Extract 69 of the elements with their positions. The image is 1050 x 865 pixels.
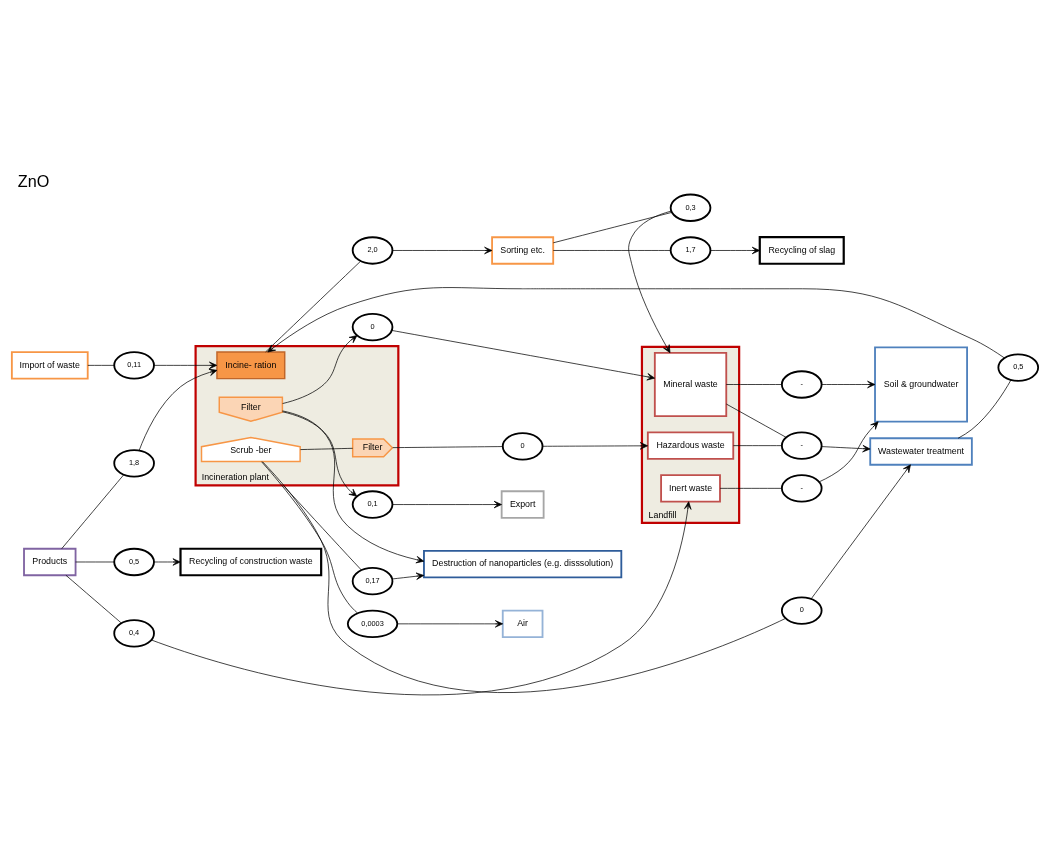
- node-box: Recycling of slag: [758, 235, 845, 265]
- node-box: Destruction of nanoparticles (e.g. disssolution): [423, 549, 623, 578]
- arrow: [282, 410, 358, 497]
- arrow: [628, 210, 672, 353]
- arrow: [821, 380, 876, 388]
- node-box: Hazardous waste: [646, 430, 735, 460]
- arrow: [151, 500, 692, 695]
- arrow: [282, 410, 425, 563]
- node-box: Recycling of construction waste: [179, 547, 323, 576]
- connector: [75, 561, 115, 562]
- node-ellipse: 0,5: [113, 547, 155, 576]
- connector: [552, 249, 671, 251]
- connector: [725, 383, 782, 385]
- arrow: [153, 557, 181, 566]
- node-ellipse: 0: [501, 431, 544, 461]
- node-ellipse: 0,4: [113, 618, 155, 648]
- connector: [265, 260, 361, 352]
- node-box: Soil & groundwater: [874, 345, 968, 423]
- arrow: [392, 246, 493, 254]
- connector: [262, 460, 786, 693]
- arrow: [282, 334, 358, 404]
- arrow: [710, 246, 760, 254]
- node-box: Export: [500, 489, 545, 519]
- node-ellipse: 0,0003: [346, 609, 399, 638]
- connector: [733, 444, 783, 446]
- connector: [552, 211, 673, 243]
- connector: [282, 484, 362, 570]
- node-ellipse: 0,11: [113, 350, 155, 380]
- arrow: [818, 420, 879, 482]
- arrow: [153, 361, 218, 369]
- node-box: Import of waste: [10, 350, 89, 380]
- node-box: Incine- ration: [216, 350, 286, 379]
- arrow: [392, 500, 502, 508]
- arrow: [810, 463, 911, 599]
- node-ellipse: -: [780, 430, 823, 460]
- node-box: Products: [23, 547, 77, 576]
- node-ellipse: 0,3: [669, 193, 712, 222]
- node-ellipse: 0,1: [351, 489, 394, 519]
- node-ellipse: 0,5: [997, 352, 1040, 382]
- diagram-title: ZnO: [17, 171, 50, 190]
- arrow: [138, 368, 218, 451]
- connector: [719, 487, 783, 489]
- node-ellipse: -: [780, 473, 823, 503]
- arrow: [821, 444, 871, 452]
- connector: [300, 447, 354, 450]
- connector: [957, 379, 1012, 439]
- arrow: [267, 286, 1005, 358]
- arrow: [397, 619, 504, 628]
- node-ellipse: 0,17: [351, 566, 394, 595]
- node-ellipse: 2,0: [351, 235, 394, 265]
- connector: [725, 403, 787, 438]
- arrow: [542, 441, 648, 450]
- node-ellipse: 1,8: [113, 448, 155, 477]
- node-box: Inert waste: [660, 473, 721, 503]
- arrow: [392, 572, 425, 580]
- node-box: Air: [501, 609, 544, 638]
- arrow: [391, 329, 655, 380]
- node-box: Mineral waste: [653, 351, 728, 417]
- node-box: Sorting etc.: [491, 235, 555, 265]
- node-ellipse: 0: [780, 595, 823, 625]
- connector: [261, 460, 358, 613]
- node-box: Wastewater treatment: [869, 436, 973, 466]
- connector: [61, 474, 125, 549]
- node-ellipse: 1,7: [669, 235, 712, 265]
- connector: [392, 445, 504, 448]
- node-ellipse: 0: [351, 312, 394, 341]
- connector: [87, 364, 115, 366]
- node-ellipse: -: [780, 369, 823, 399]
- connector: [65, 574, 122, 623]
